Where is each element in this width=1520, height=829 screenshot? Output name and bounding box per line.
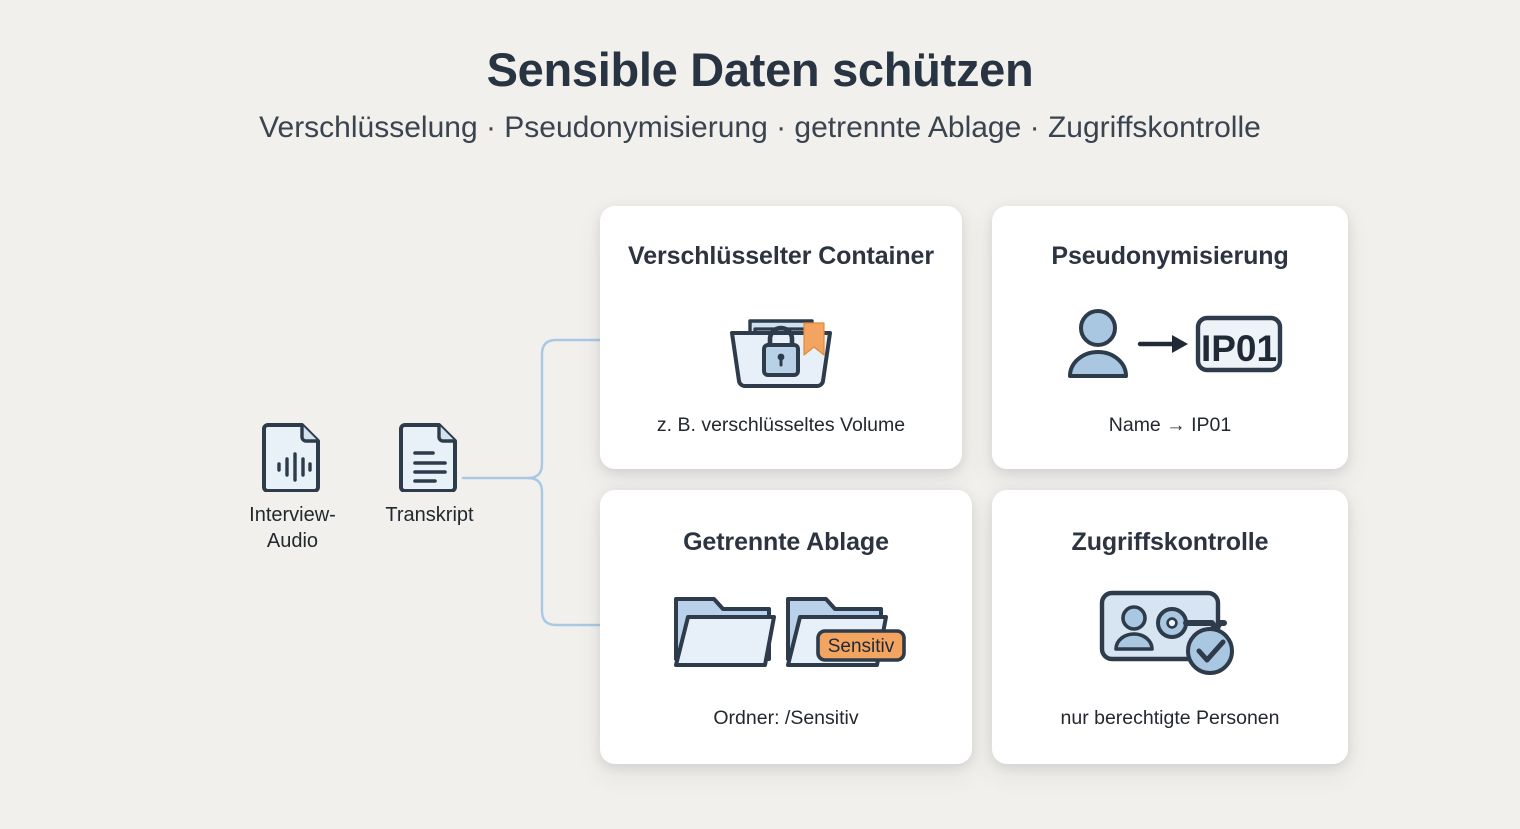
access-badge-key-icon: [1099, 590, 1234, 675]
card-title-verschluesselter-container: Verschlüsselter Container: [628, 242, 934, 270]
source-nodes: Interview- Audio Transkript: [236, 420, 486, 555]
source-label-interview-audio: Interview- Audio: [249, 504, 336, 553]
source-node-transkript[interactable]: Transkript: [373, 420, 486, 528]
card-zugriffskontrolle[interactable]: Zugriffskontrolle nur berechtigte Person…: [992, 490, 1348, 764]
audio-document-icon: [261, 423, 320, 492]
page-subtitle: Verschlüsselung · Pseudonymisierung · ge…: [259, 110, 1261, 144]
card-art-getrennte-ablage: Sensitiv: [600, 557, 972, 707]
pseudonym-badge-text: IP01: [1201, 328, 1277, 369]
card-title-zugriffskontrolle: Zugriffskontrolle: [1071, 528, 1269, 556]
card-caption-getrennte-ablage: Ordner: /Sensitiv: [713, 707, 859, 729]
source-node-interview-audio[interactable]: Interview- Audio: [236, 420, 349, 555]
card-art-pseudonymisierung: IP01: [992, 271, 1348, 414]
header: Sensible Daten schützen Verschlüsselung …: [0, 44, 1520, 146]
card-title-pseudonymisierung: Pseudonymisierung: [1051, 242, 1289, 270]
card-art-verschluesselter-container: [600, 271, 962, 414]
text-document-icon: [398, 423, 457, 492]
card-verschluesselter-container[interactable]: Verschlüsselter Container z. B. verschlü…: [600, 206, 962, 469]
card-title-getrennte-ablage: Getrennte Ablage: [683, 528, 889, 556]
sensitive-tag-text: Sensitiv: [828, 636, 895, 657]
card-art-zugriffskontrolle: [992, 557, 1348, 707]
locked-folder-icon: [730, 318, 832, 388]
card-caption-verschluesselter-container: z. B. verschlüsseltes Volume: [656, 414, 906, 436]
card-pseudonymisierung[interactable]: Pseudonymisierung IP01 Name → IP01: [992, 206, 1348, 469]
page-title: Sensible Daten schützen: [486, 43, 1034, 96]
card-getrennte-ablage[interactable]: Getrennte Ablage Sensitiv Ordner: /Sensi…: [600, 490, 972, 764]
card-caption-zugriffskontrolle: nur berechtigte Personen: [1060, 707, 1280, 729]
card-caption-pseudonymisierung: Name → IP01: [1108, 414, 1232, 436]
source-label-transkript: Transkript: [385, 504, 474, 526]
person-to-pseudonym-icon: IP01: [1068, 308, 1283, 378]
two-folders-icon: Sensitiv: [674, 597, 906, 667]
